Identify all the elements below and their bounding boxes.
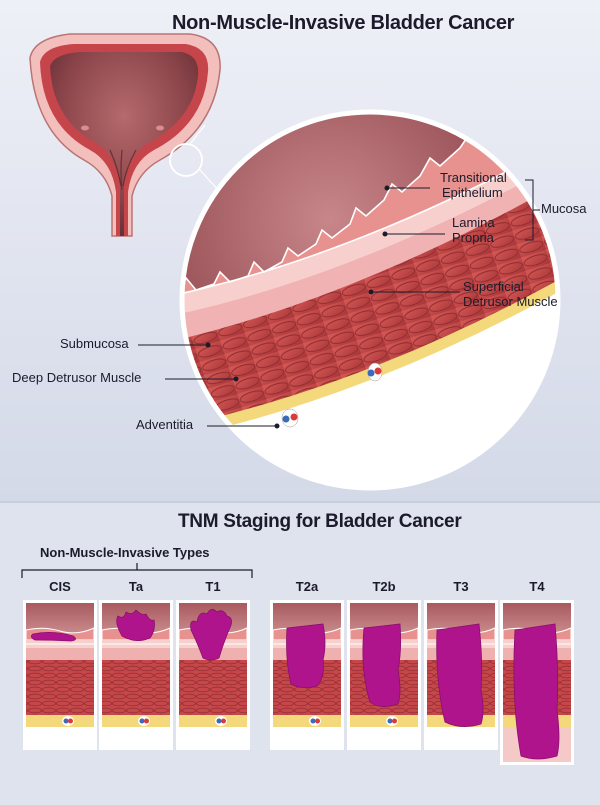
stage-label-cis: CIS [49, 579, 71, 594]
label-adventitia: Adventitia [136, 417, 194, 432]
label-superficial-detrusor: Superficial Detrusor Muscle [463, 279, 558, 310]
tumor-t4 [513, 623, 560, 760]
stage-label-t2a: T2a [295, 579, 319, 594]
leader-lines [138, 179, 540, 429]
label-superficial-line1: Superficial [463, 279, 524, 294]
bladder-drawing [29, 33, 301, 281]
tumor-t2a [286, 623, 326, 688]
label-submucosa: Submucosa [60, 336, 129, 351]
label-deep-detrusor: Deep Detrusor Muscle [12, 370, 142, 385]
stage-panel-t2b [347, 600, 421, 750]
stage-label-ta: Ta [128, 579, 144, 594]
tumor-cis [31, 632, 76, 642]
label-detrusor-line2: Detrusor Muscle [463, 293, 558, 309]
label-transitional-epithelium: Transitional Epithelium [440, 170, 507, 201]
tumor-t2b [362, 623, 402, 707]
stage-panel-t4 [500, 600, 574, 765]
staging-title: TNM Staging for Bladder Cancer [178, 511, 462, 532]
main-title: Non-Muscle-Invasive Bladder Cancer [172, 12, 515, 34]
staging-panels [23, 600, 574, 765]
stage-panel-ta [99, 600, 173, 750]
zoom-circle [169, 143, 203, 177]
tumor-t1 [190, 609, 232, 661]
nmi-group-label: Non-Muscle-Invasive Types [40, 545, 210, 560]
label-transitional-line1: Transitional [440, 170, 507, 185]
label-lamina-line1: Lamina [452, 215, 495, 230]
label-mucosa: Mucosa [541, 201, 587, 216]
label-propria-line2: Propria [452, 229, 494, 245]
stage-panel-t2a [270, 600, 344, 750]
stage-label-t2b: T2b [372, 579, 396, 594]
stage-label-t4: T4 [529, 579, 545, 594]
label-lamina-propria: Lamina Propria [452, 215, 495, 246]
stage-panel-cis [23, 600, 97, 750]
stage-panel-t3 [424, 600, 498, 750]
stage-label-t3: T3 [453, 579, 469, 594]
label-epithelium-line2: Epithelium [442, 184, 503, 200]
stage-panel-t1 [176, 600, 250, 750]
stage-label-t1: T1 [205, 579, 221, 594]
tumor-t3 [436, 623, 484, 727]
tumor-ta [116, 609, 155, 641]
